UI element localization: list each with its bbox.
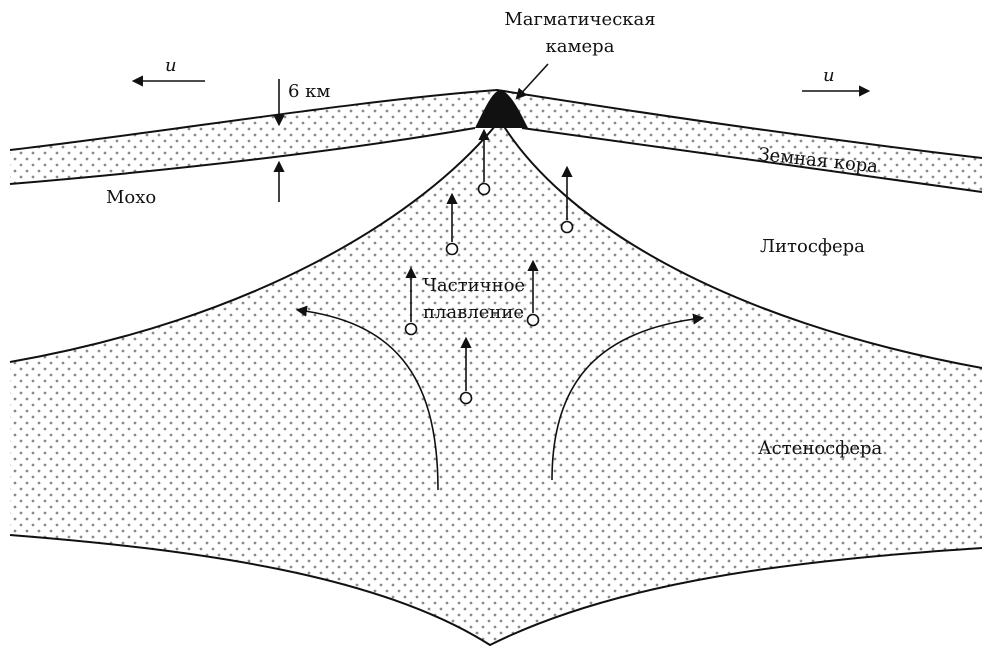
lithosphere-label: Литосфера [760,236,865,257]
melt-origin [461,393,472,404]
thickness-label: 6 км [288,81,330,102]
velocity-label-right: u [823,65,835,86]
melt-origin [479,184,490,195]
melt-origin [447,244,458,255]
moho-label: Мохо [106,187,156,208]
magma-chamber-label-line1: Магматическая [504,9,655,30]
melt-origin [562,222,573,233]
magma-chamber-label-line2: камера [546,36,615,57]
melt-origin [528,315,539,326]
velocity-label-left: u [165,55,177,76]
partial-melting-label-line1: Частичное [423,275,525,296]
asthenosphere-label: Астеносфера [758,438,883,459]
partial-melting-label-line2: плавление [423,302,524,323]
magma-chamber-pointer [517,64,548,98]
melt-origin [406,324,417,335]
